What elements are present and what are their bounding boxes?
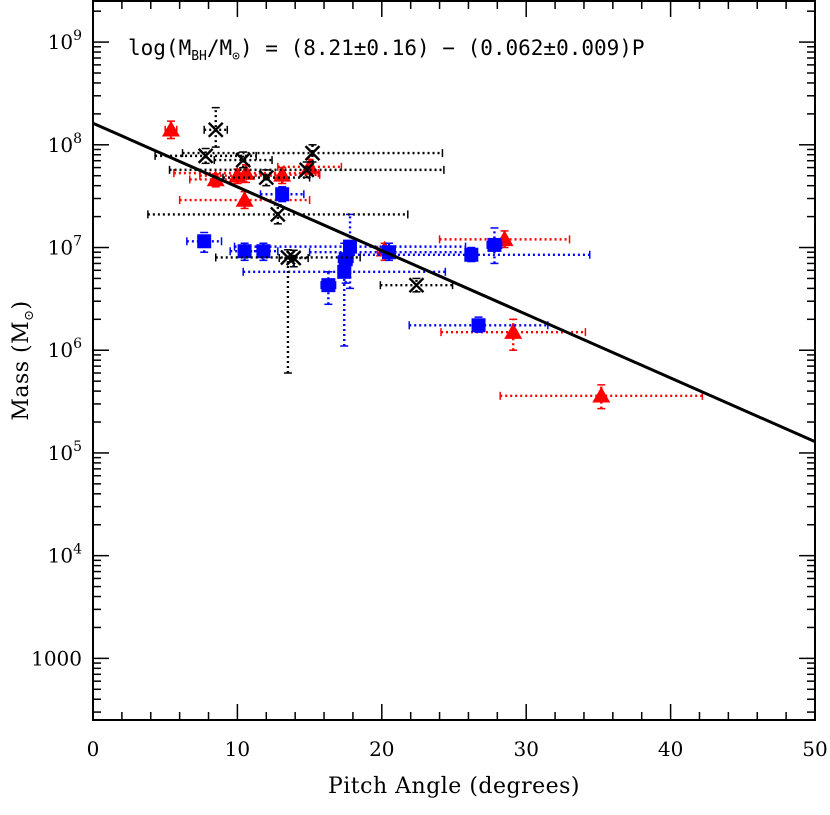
eq-mid: /M bbox=[207, 36, 232, 60]
data-point-cross bbox=[181, 144, 444, 163]
triangle-marker bbox=[592, 386, 611, 403]
cross-marker bbox=[280, 249, 296, 266]
data-point-cross bbox=[278, 249, 309, 268]
data-point-triangle bbox=[438, 230, 571, 249]
data-point-triangle bbox=[178, 190, 311, 210]
data-point-square bbox=[186, 231, 223, 253]
y-tick-label: 104 bbox=[48, 542, 82, 568]
data-point-cross bbox=[214, 249, 361, 374]
y-tick-label: 1000 bbox=[31, 646, 82, 670]
y-title-suffix: ) bbox=[9, 300, 34, 309]
cross-marker bbox=[304, 145, 321, 161]
y-tick-label: 107 bbox=[48, 234, 82, 260]
x-tick-label: 30 bbox=[513, 737, 538, 761]
cross-marker bbox=[197, 148, 214, 164]
cross-marker bbox=[235, 152, 252, 168]
x-tick-label: 50 bbox=[802, 737, 827, 761]
cross-marker bbox=[207, 121, 224, 138]
cross-marker bbox=[285, 250, 302, 266]
y-tick-label: 106 bbox=[48, 336, 82, 362]
fit-equation: log(MBH/M⊙) = (8.21±0.16) − (0.062±0.009… bbox=[128, 36, 645, 64]
square-marker bbox=[338, 252, 353, 267]
square-marker bbox=[256, 244, 271, 259]
square-marker bbox=[487, 237, 502, 252]
triangle-marker bbox=[161, 120, 180, 137]
data-point-square bbox=[408, 316, 549, 333]
cross-marker bbox=[298, 162, 315, 178]
data-point-cross bbox=[203, 106, 229, 148]
triangle-marker bbox=[235, 191, 254, 207]
data-point-square bbox=[259, 186, 305, 203]
y-title-prefix: Mass (M bbox=[9, 321, 34, 421]
data-point-square bbox=[486, 227, 503, 265]
data-point-cross bbox=[147, 204, 409, 225]
y-tick-labels: 1000 104 105 106 107 108 109 bbox=[31, 28, 82, 670]
x-tick-label: 20 bbox=[369, 737, 394, 761]
y-axis-title: Mass (M⊙) bbox=[9, 300, 37, 420]
square-marker bbox=[471, 318, 486, 333]
data-point-triangle bbox=[499, 384, 704, 410]
x-tick-label: 40 bbox=[658, 737, 683, 761]
triangle-marker bbox=[273, 165, 292, 182]
square-marker bbox=[197, 234, 212, 249]
data-point-square bbox=[320, 271, 337, 306]
y-tick-label: 108 bbox=[48, 131, 82, 157]
fit-line-layer bbox=[92, 121, 816, 444]
data-point-square bbox=[352, 246, 591, 263]
data-point-cross bbox=[379, 277, 454, 294]
square-marker bbox=[343, 239, 358, 254]
y-tick-label: 105 bbox=[48, 439, 82, 465]
data-point-square bbox=[248, 242, 279, 262]
plot-frame bbox=[92, 0, 816, 721]
data-points-layer bbox=[147, 106, 704, 410]
y-title-sub: ⊙ bbox=[22, 309, 37, 320]
square-marker bbox=[275, 187, 290, 202]
x-tick-labels: 0 10 20 30 40 50 bbox=[87, 737, 828, 761]
square-marker bbox=[321, 278, 336, 293]
data-point-triangle bbox=[161, 120, 180, 140]
eq-suffix: ) = (8.21±0.16) − (0.062±0.009)P bbox=[240, 36, 645, 60]
square-marker bbox=[464, 247, 479, 262]
data-point-triangle bbox=[440, 318, 587, 351]
fit-line bbox=[92, 121, 816, 444]
eq-sub-sun: ⊙ bbox=[232, 49, 240, 64]
cross-marker bbox=[258, 169, 275, 186]
x-tick-label: 0 bbox=[87, 737, 100, 761]
cross-marker bbox=[269, 206, 286, 223]
eq-sub-bh: BH bbox=[191, 49, 207, 64]
triangle-marker bbox=[504, 323, 523, 339]
square-marker bbox=[337, 264, 352, 279]
x-axis-title: Pitch Angle (degrees) bbox=[328, 774, 580, 799]
axis-ticks bbox=[92, 1, 816, 720]
cross-marker bbox=[408, 277, 425, 294]
y-tick-label: 109 bbox=[48, 28, 82, 54]
x-tick-label: 10 bbox=[225, 737, 250, 761]
eq-prefix: log(M bbox=[128, 36, 191, 60]
data-point-cross bbox=[154, 147, 257, 165]
